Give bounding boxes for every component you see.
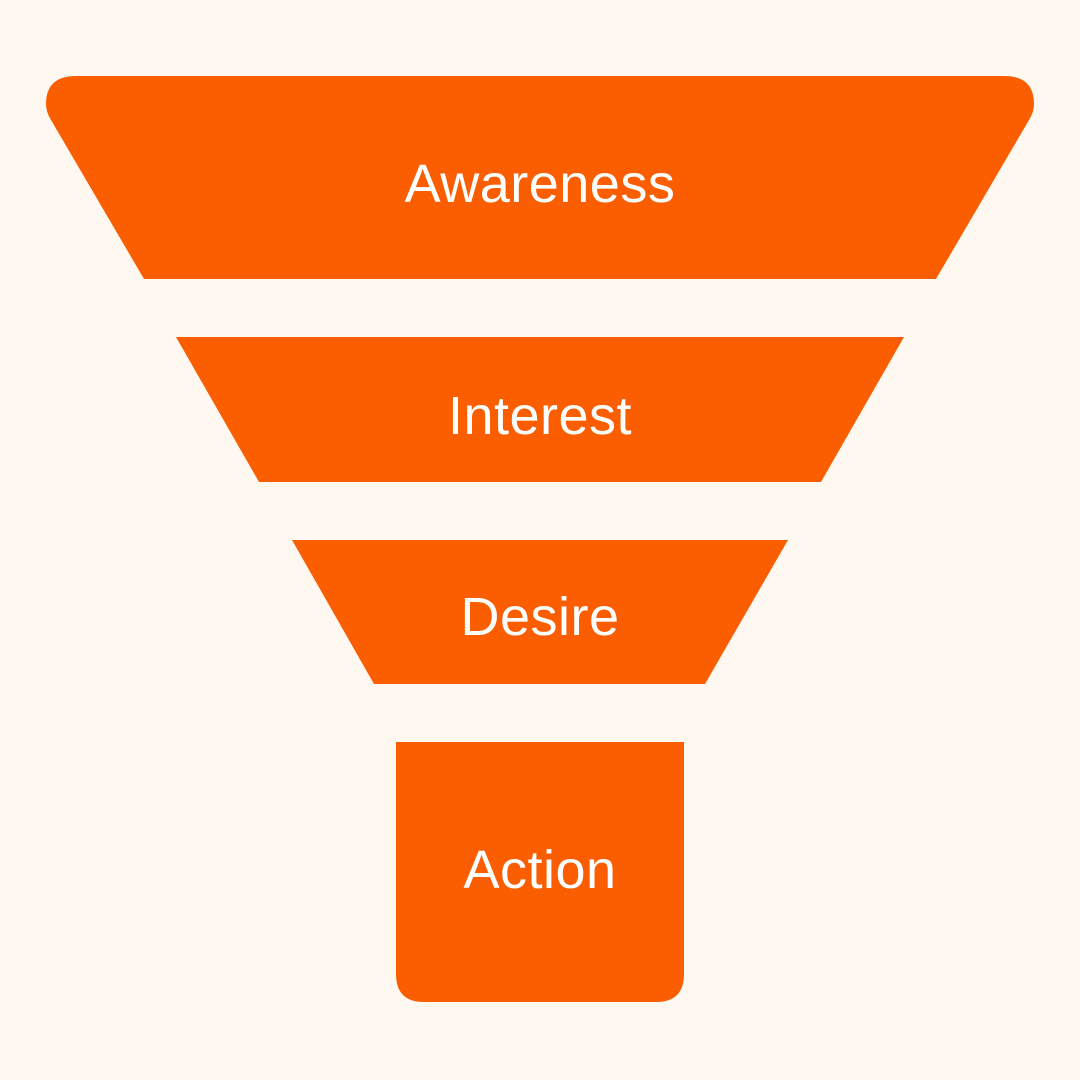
stage-awareness-shape <box>46 76 1034 279</box>
stage-interest-shape <box>176 337 904 482</box>
stage-desire-shape <box>292 540 788 684</box>
stage-action-shape <box>396 742 684 1002</box>
